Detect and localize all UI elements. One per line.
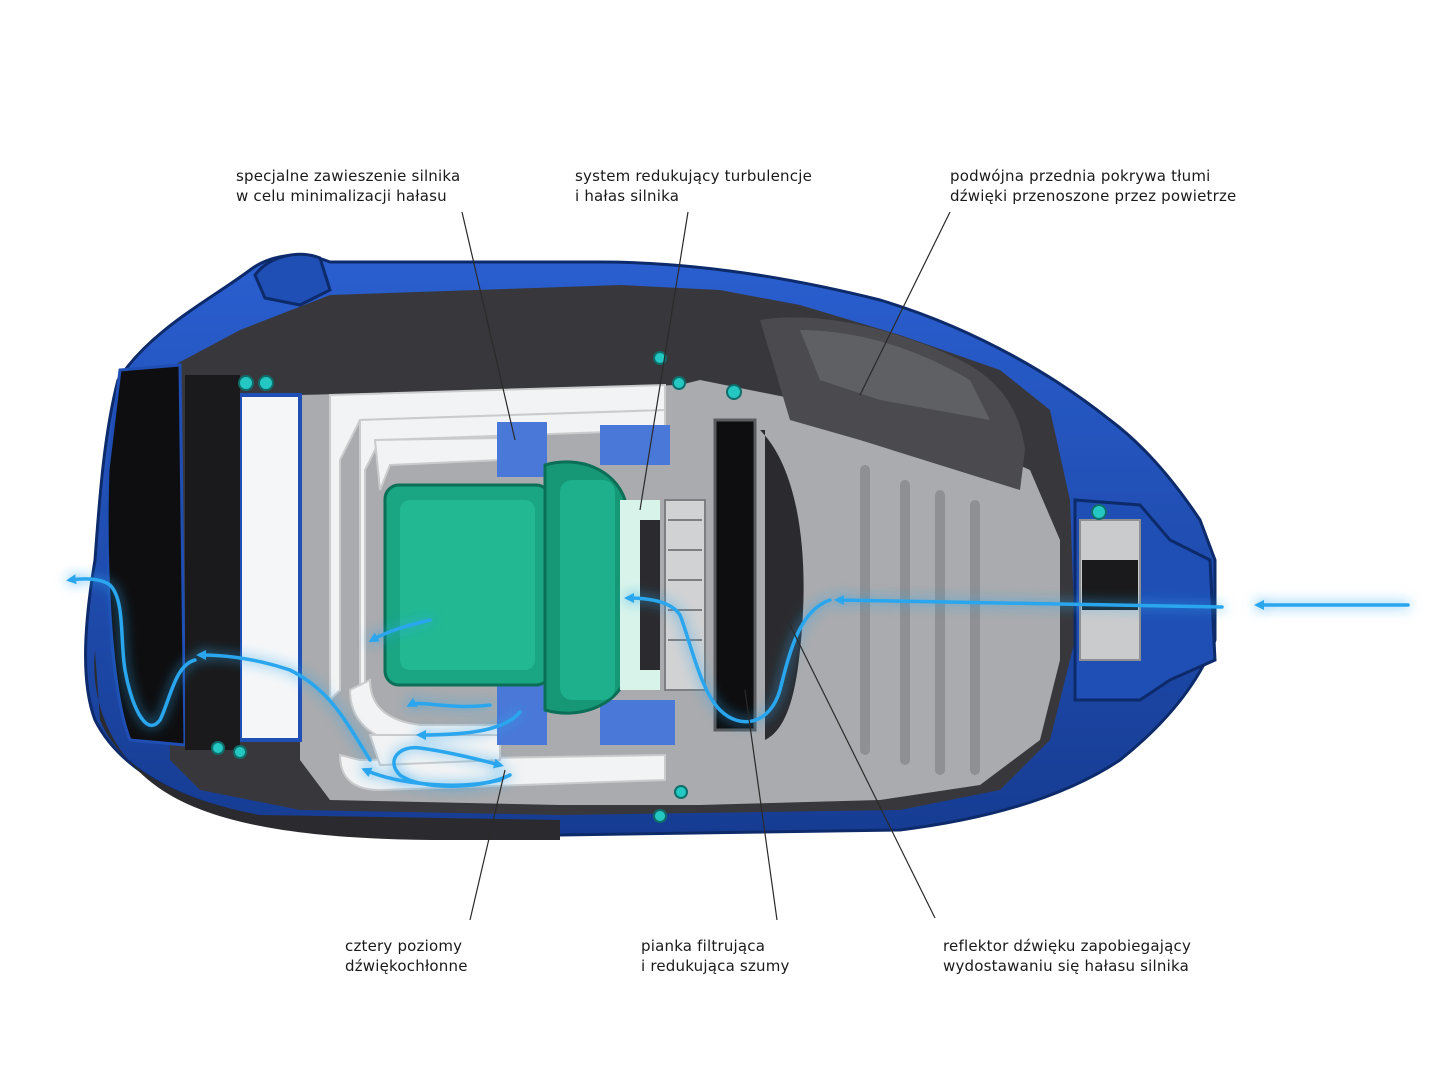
callout-sound-absorbing-levels-line-2: dźwiękochłonne	[345, 957, 468, 975]
front-cover-inner	[800, 330, 990, 420]
carry-handle	[253, 252, 332, 307]
turbulence-system	[664, 499, 706, 691]
motor-unit	[383, 460, 660, 715]
leader-motor-suspension	[461, 211, 516, 441]
callout-turbulence-system-line-1: system redukujący turbulencje	[575, 167, 813, 185]
motor-suspension-pads	[497, 422, 675, 745]
filter-foam	[713, 418, 757, 732]
dust-compartment-ribs	[860, 465, 980, 775]
callout-sound-reflector: reflektor dźwięku zapobiegający wydostaw…	[943, 936, 1191, 976]
callout-filter-foam-line-2: i redukująca szumy	[641, 957, 790, 975]
inlet-flow	[834, 595, 1224, 609]
leader-sound-absorbing-levels	[469, 769, 506, 921]
callout-front-cover-line-2: dźwięki przenoszone przez powietrze	[950, 187, 1237, 205]
leader-filter-foam	[744, 689, 778, 921]
sound-reflector	[760, 430, 804, 740]
hepa-filter	[238, 393, 302, 742]
fastener-dots	[211, 351, 1107, 823]
airflow-arrows	[66, 574, 1410, 788]
callout-sound-absorbing-levels: cztery poziomy dźwiękochłonne	[345, 936, 468, 976]
callout-filter-foam-line-1: pianka filtrująca	[641, 937, 766, 955]
filter-holder	[185, 375, 240, 750]
callout-front-cover: podwójna przednia pokrywa tłumi dźwięki …	[950, 166, 1236, 206]
exhaust-filter-frame	[105, 363, 187, 747]
sound-absorbing-levels	[329, 383, 666, 792]
callout-turbulence-system: system redukujący turbulencje i hałas si…	[575, 166, 812, 206]
callout-front-cover-line-1: podwójna przednia pokrywa tłumi	[950, 167, 1211, 185]
callout-filter-foam: pianka filtrująca i redukująca szumy	[641, 936, 790, 976]
callout-motor-suspension-line-1: specjalne zawieszenie silnika	[236, 167, 461, 185]
bottom-bumper	[94, 650, 560, 840]
leader-front-cover	[859, 211, 951, 396]
leader-lines	[461, 211, 951, 921]
callout-motor-suspension-line-2: w celu minimalizacji hałasu	[236, 187, 447, 205]
callout-sound-reflector-line-1: reflektor dźwięku zapobiegający	[943, 937, 1192, 955]
leader-sound-reflector	[789, 624, 936, 919]
leader-turbulence-system	[639, 211, 689, 511]
callout-motor-suspension: specjalne zawieszenie silnika w celu min…	[236, 166, 460, 206]
callout-turbulence-system-line-2: i hałas silnika	[575, 187, 680, 205]
inlet-dark	[1082, 560, 1138, 610]
callout-sound-reflector-line-2: wydostawaniu się hałasu silnika	[943, 957, 1190, 975]
callout-sound-absorbing-levels-line-1: cztery poziomy	[345, 937, 463, 955]
